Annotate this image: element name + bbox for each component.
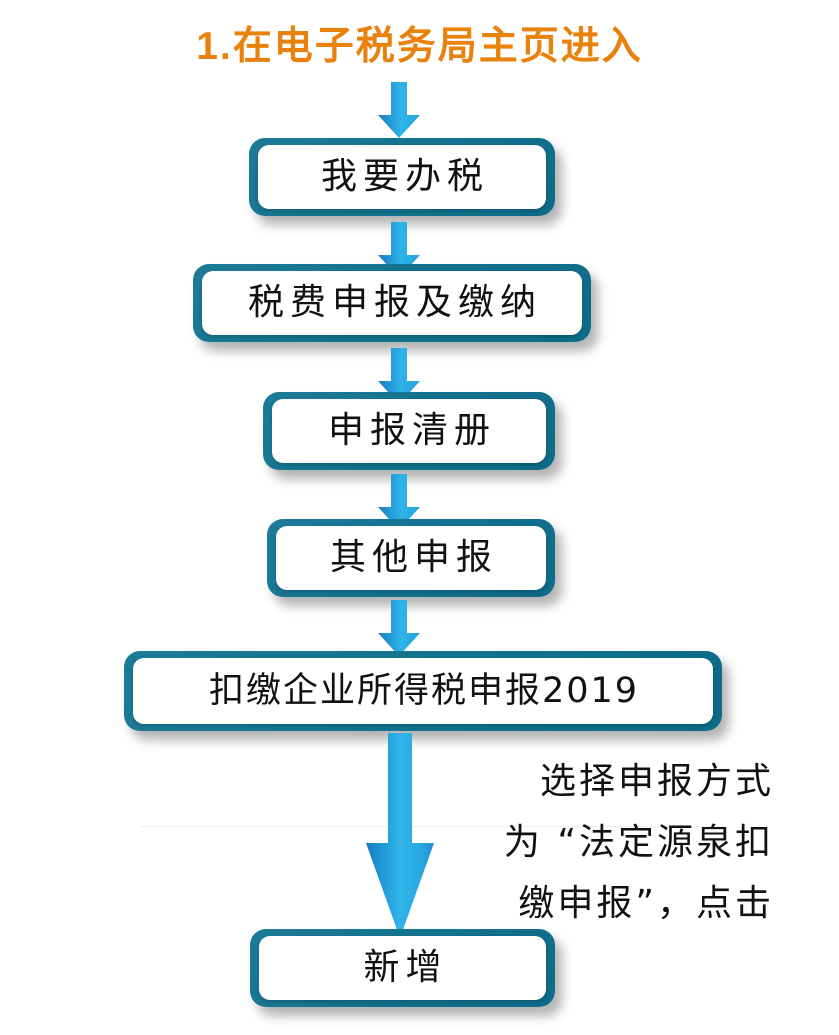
flow-node-step-1[interactable]: 我要办税 <box>249 138 555 216</box>
flow-node-step-2[interactable]: 税费申报及缴纳 <box>193 264 591 342</box>
flow-node-step-6[interactable]: 新增 <box>250 929 555 1007</box>
flow-node-step-5[interactable]: 扣缴企业所得税申报2019 <box>124 651 722 731</box>
flow-node-inner: 我要办税 <box>258 145 546 209</box>
annotation-line-3: 缴申报”，点击 <box>518 883 774 924</box>
page-title: 1.在电子税务局主页进入 <box>196 25 643 68</box>
flow-node-inner: 其他申报 <box>276 526 546 590</box>
flow-node-inner: 税费申报及缴纳 <box>202 271 582 335</box>
annotation-line-2: 为 “法定源泉扣 <box>503 822 774 863</box>
arrow-step5-to-step6 <box>355 733 445 938</box>
flow-node-step-3[interactable]: 申报清册 <box>263 392 555 470</box>
flow-node-label: 申报清册 <box>327 410 496 451</box>
arrow-step4-to-step5 <box>370 600 428 656</box>
annotation-text: 选择申报方式 为 “法定源泉扣 缴申报”，点击 <box>404 751 774 934</box>
flow-node-label: 税费申报及缴纳 <box>247 282 542 323</box>
annotation-line-1: 选择申报方式 <box>539 761 774 802</box>
arrow-step3-to-step4 <box>370 474 428 530</box>
arrow-title-to-step1 <box>370 82 428 138</box>
background-rule <box>140 826 700 827</box>
flow-node-label: 其他申报 <box>329 537 498 578</box>
flow-node-label: 扣缴企业所得税申报2019 <box>208 670 640 711</box>
flow-node-label: 我要办税 <box>320 156 489 197</box>
flow-node-inner: 新增 <box>259 936 546 1000</box>
flow-node-label: 新增 <box>363 947 448 988</box>
flow-node-inner: 申报清册 <box>272 399 546 463</box>
arrow-step2-to-step3 <box>370 348 428 404</box>
flow-node-step-4[interactable]: 其他申报 <box>267 519 555 597</box>
flow-node-inner: 扣缴企业所得税申报2019 <box>133 658 713 724</box>
